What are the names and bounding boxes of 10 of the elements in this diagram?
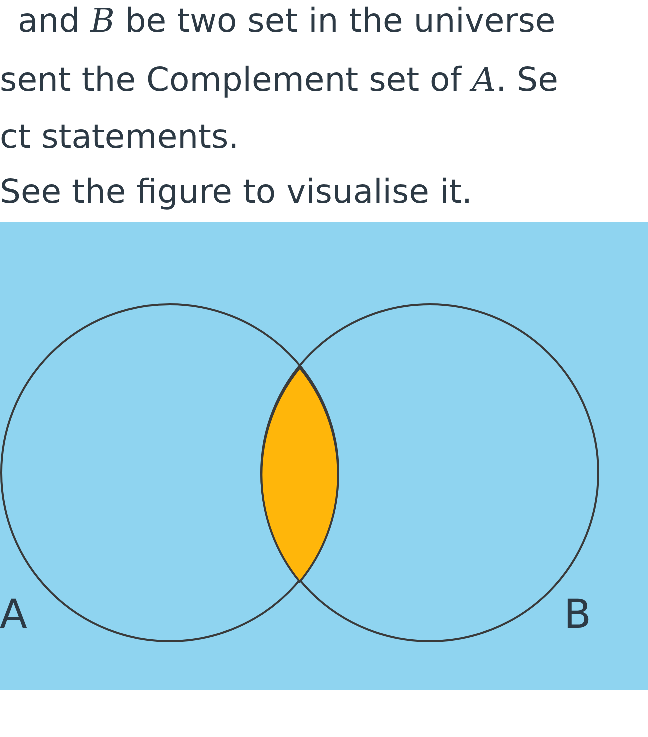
- set-circle: [260, 303, 600, 643]
- instruction-text: See the figure to visualise it.: [0, 172, 473, 212]
- question-text: and B be two set in the universe: [18, 1, 556, 41]
- set-label: A: [0, 592, 28, 638]
- question-text: sent the Complement set of A. Se: [0, 60, 558, 100]
- question-text: ct statements.: [0, 117, 240, 157]
- universe-rectangle: [0, 222, 648, 690]
- intersection-region: [261, 367, 339, 583]
- set-label: B: [564, 592, 592, 638]
- set-circle: [0, 303, 340, 643]
